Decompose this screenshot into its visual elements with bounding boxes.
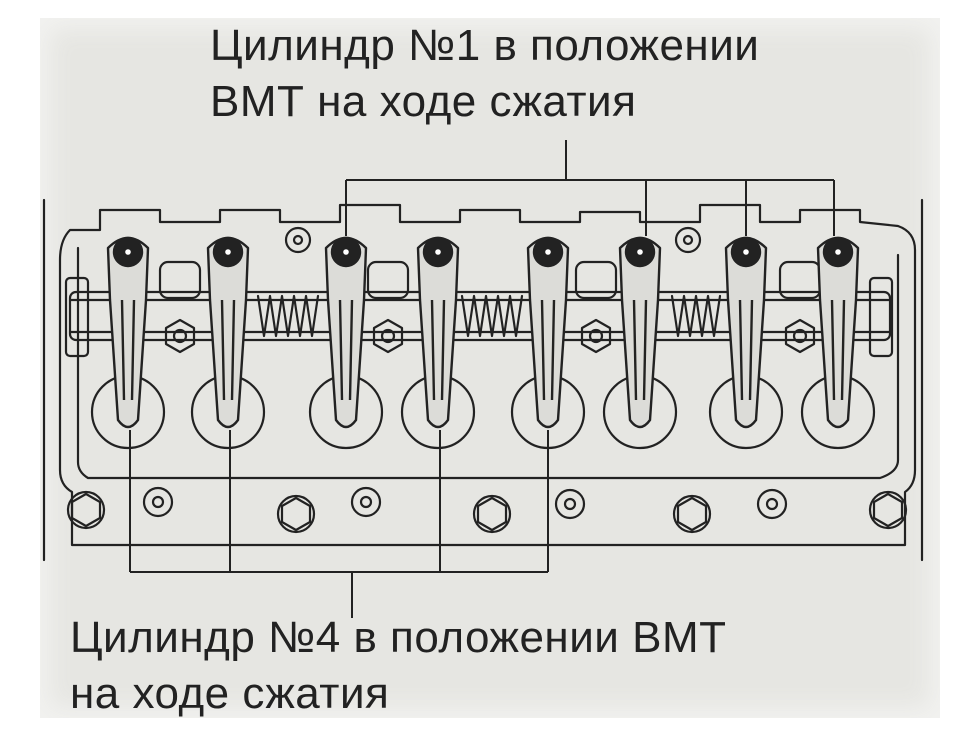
cylinder-4-label-line1: Цилиндр №4 в положении ВМТ (70, 613, 727, 662)
paper-background (40, 18, 940, 718)
head-bolt-6 (554, 488, 586, 520)
cylinder-1-label-line2: ВМТ на ходе сжатия (210, 77, 637, 126)
head-bolt-5 (472, 494, 512, 534)
head-bolt-8 (756, 488, 788, 520)
shaft-spring-left (256, 294, 320, 338)
cylinder-4-label: Цилиндр №4 в положении ВМТ на ходе сжати… (70, 610, 726, 722)
support-bolt-3 (574, 260, 618, 354)
rocker-arm-6 (618, 236, 662, 429)
top-boss-1 (284, 226, 312, 254)
head-inner-outline (76, 246, 900, 480)
shaft-spring-center (460, 294, 524, 338)
rocker-arm-7 (724, 236, 768, 429)
support-bolt-4 (778, 260, 822, 354)
shaft-spring-right (670, 294, 722, 338)
rocker-arm-2 (206, 236, 250, 429)
cylinder-4-label-line2: на ходе сжатия (70, 669, 390, 718)
cylinder-1-label: Цилиндр №1 в положении ВМТ на ходе сжати… (210, 18, 759, 130)
head-bolt-7 (672, 494, 712, 534)
cylinder-1-label-line1: Цилиндр №1 в положении (210, 21, 760, 70)
shaft-end-right (868, 276, 894, 358)
head-bolt-9 (868, 490, 908, 530)
head-bolt-4 (350, 486, 382, 518)
support-bolt-1 (158, 260, 202, 354)
rocker-arm-4 (416, 236, 460, 429)
head-bolt-1 (66, 490, 106, 530)
shaft-end-left (64, 276, 90, 358)
top-boss-2 (292, 234, 304, 246)
top-boss-4 (682, 234, 694, 246)
rocker-arm-5 (526, 236, 570, 429)
rocker-arm-3 (324, 236, 368, 429)
head-bolt-2 (142, 486, 174, 518)
support-bolt-2 (366, 260, 410, 354)
rocker-arm-8 (816, 236, 860, 429)
head-outline (58, 203, 917, 547)
rocker-shaft (68, 290, 892, 342)
head-bolt-3 (276, 494, 316, 534)
rocker-arm-1 (106, 236, 150, 429)
top-boss-3 (674, 226, 702, 254)
